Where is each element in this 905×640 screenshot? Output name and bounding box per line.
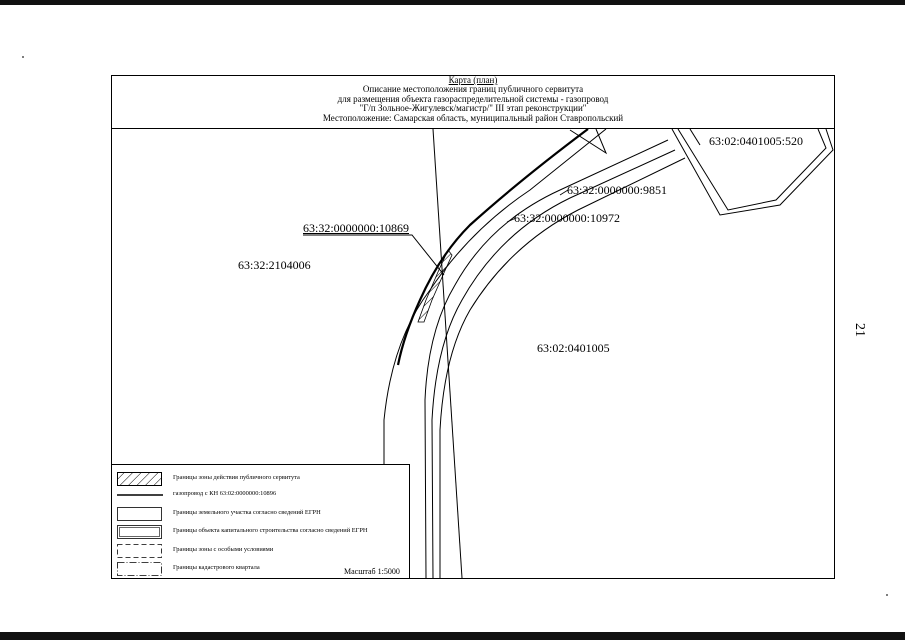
double-box-icon — [117, 525, 162, 539]
hatched-box-icon — [117, 472, 162, 486]
parcel-label-9851: 63:32:0000000:9851 — [567, 183, 668, 197]
dashed-box-icon — [117, 544, 162, 558]
gas-pipeline-line — [396, 129, 589, 366]
legend-item-land-plot: Границы земельного участка согласно свед… — [117, 506, 407, 522]
map-header: Карта (план) Описание местоположения гра… — [111, 75, 835, 129]
thin-box-icon — [117, 507, 162, 521]
legend-item-building: Границы объекта капитального строительст… — [117, 524, 407, 540]
parcel-boundary-right — [439, 157, 686, 578]
parcel-boundary-top — [569, 129, 608, 155]
map-scale: Масштаб 1:5000 — [344, 567, 400, 576]
legend-label: Границы объекта капитального строительст… — [173, 527, 368, 534]
scan-speck — [22, 56, 24, 58]
parcel-leader-520 — [689, 129, 701, 146]
legend-item-special-zone: Границы зоны с особыми условиями — [117, 543, 407, 559]
servitude-zone — [417, 249, 453, 323]
map-purpose-line: для размещения объекта газораспределител… — [337, 93, 609, 104]
page-number: 21 — [852, 323, 867, 337]
parcel-label-0401005: 63:02:0401005 — [537, 341, 610, 355]
parcel-label-10972: 63:32:0000000:10972 — [514, 211, 621, 225]
parcel-polygon-520-inner — [677, 129, 827, 211]
map-object-line: "Г/п Зольное-Жигулевск/магистр/" III эта… — [359, 103, 587, 114]
solid-line-icon — [117, 494, 163, 496]
label-leader-9851 — [559, 189, 569, 196]
parcel-boundary-inner — [424, 139, 669, 578]
legend-item-servitude: Границы зоны действия публичного сервиту… — [117, 471, 407, 487]
map-title: Карта (план) — [448, 75, 498, 85]
scan-speck — [886, 594, 888, 596]
cadastral-boundary-line — [432, 129, 463, 578]
legend-label: Границы зоны с особыми условиями — [173, 546, 274, 553]
parcel-polygon-520 — [671, 129, 834, 216]
legend-label: Границы земельного участка согласно свед… — [173, 509, 321, 516]
top-scan-border — [0, 0, 905, 5]
parcel-label-2104006: 63:32:2104006 — [238, 258, 311, 272]
label-leader-10869 — [303, 234, 445, 276]
parcel-label-520: 63:02:0401005:520 — [709, 134, 804, 148]
map-legend: Границы зоны действия публичного сервиту… — [112, 464, 410, 578]
bottom-scan-border — [0, 632, 905, 640]
parcel-boundary-inner-2 — [431, 149, 676, 578]
dash-dot-box-icon — [117, 562, 162, 576]
parcel-label-10869: 63:32:0000000:10869 — [303, 221, 410, 235]
legend-label: Границы кадастрового квартала — [173, 564, 260, 571]
label-leader-10972 — [506, 217, 517, 223]
legend-label: Границы зоны действия публичного сервиту… — [173, 474, 300, 481]
map-location-line: Местоположение: Самарская область, муниц… — [322, 112, 624, 123]
map-description-line: Описание местоположения границ публичног… — [362, 84, 584, 95]
legend-item-pipeline: газопровод с КН 63:02:0000000:10896 — [117, 487, 407, 503]
legend-label: газопровод с КН 63:02:0000000:10896 — [173, 490, 277, 497]
legend-item-cadastral-quarter: Границы кадастрового квартала — [117, 561, 407, 577]
